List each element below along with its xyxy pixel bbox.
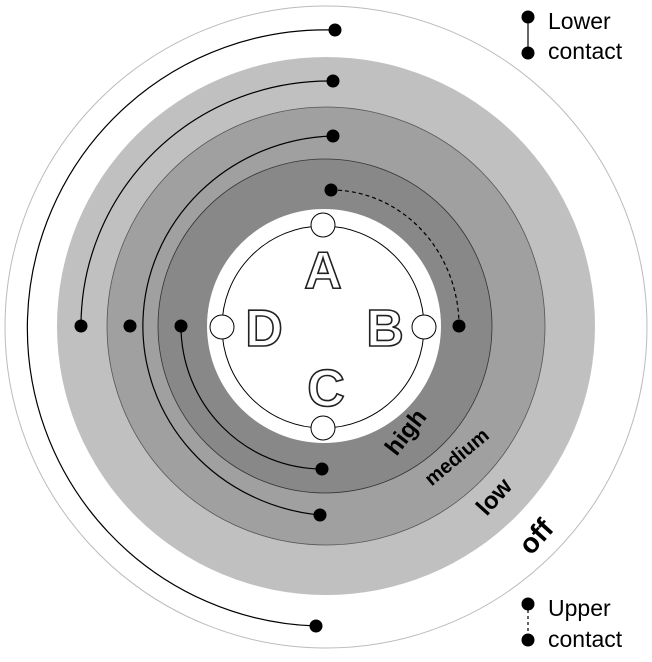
contact-dot (324, 183, 338, 197)
terminal-c (310, 415, 336, 441)
position-d-label: D (245, 300, 283, 358)
contact-dot (326, 74, 340, 88)
position-c-label: C (307, 360, 345, 418)
contact-dot (328, 23, 342, 37)
legend-dot (521, 46, 535, 60)
legend-lower-contact: Lower contact (521, 8, 623, 64)
contact-dot (326, 129, 340, 143)
contact-dots (74, 23, 466, 633)
legend-lower-line2: contact (548, 38, 623, 64)
terminal-a (310, 212, 336, 238)
contact-arc-low (80, 80, 333, 327)
contact-dot (309, 619, 323, 633)
legend-dot (521, 10, 535, 24)
position-a-label: A (304, 242, 342, 300)
contact-dot (452, 319, 466, 333)
contact-dot (174, 319, 188, 333)
contact-arc-off (26, 29, 336, 627)
contact-arc-high (180, 325, 323, 470)
contact-arc-medium (142, 135, 333, 516)
terminal-d (209, 314, 235, 340)
legend-dot (521, 633, 535, 647)
legend-upper-contact: Upper contact (521, 595, 623, 652)
legend-lower-line1: Lower (548, 8, 611, 34)
contact-dot (313, 508, 327, 522)
legend-upper-line2: contact (548, 626, 623, 652)
legend-upper-line1: Upper (548, 595, 611, 621)
upper-contact-arc (330, 189, 460, 327)
position-b-label: B (366, 300, 404, 358)
contact-dot (123, 319, 137, 333)
inner-disc (207, 209, 441, 443)
contact-dot (315, 462, 329, 476)
terminal-b (411, 314, 437, 340)
legend-dot (521, 597, 535, 611)
contact-dot (74, 319, 88, 333)
